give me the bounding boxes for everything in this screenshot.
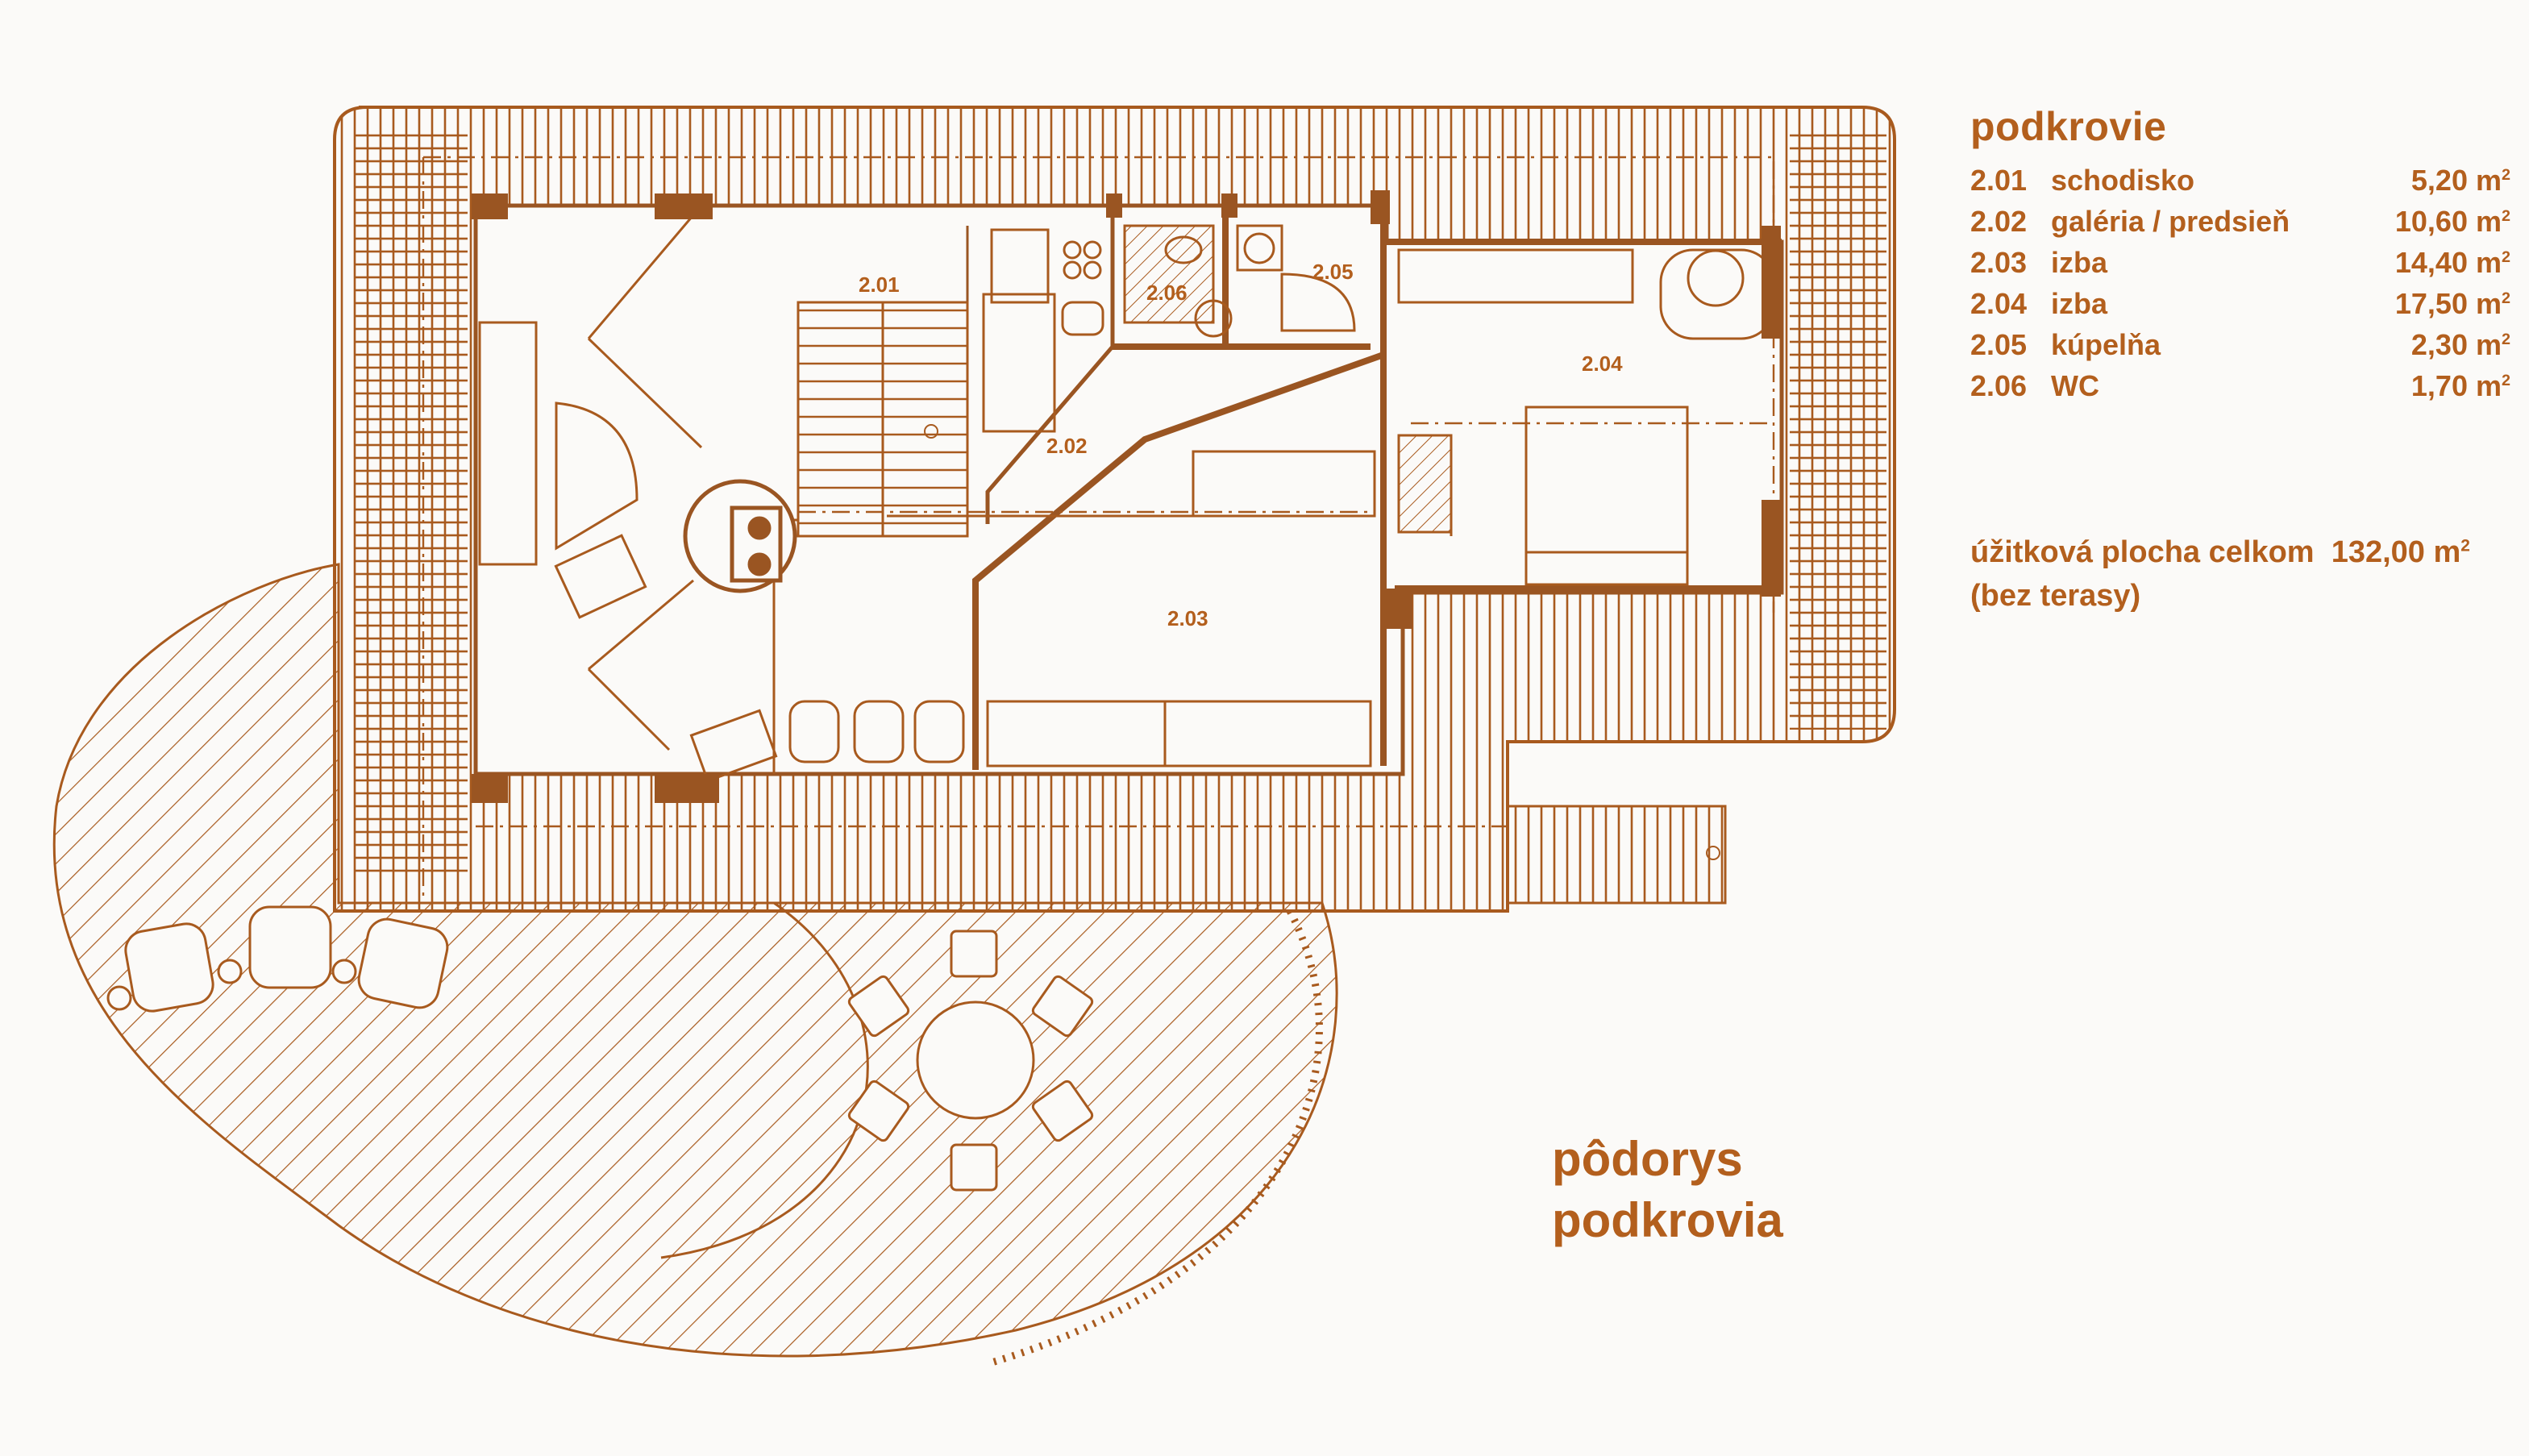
room-label-204: 2.04 (1582, 352, 1623, 376)
room-label-201: 2.01 (859, 272, 900, 297)
lounge-chair (248, 905, 332, 989)
terrace-furniture (106, 905, 1094, 1192)
staircase (797, 301, 969, 538)
room-name: kúpelňa (2051, 328, 2161, 361)
legend-row: 2.04 izba 17,50 m2 (1970, 283, 2510, 324)
room-label-205: 2.05 (1312, 260, 1354, 284)
room-label-202: 2.02 (1046, 434, 1088, 458)
room-name: WC (2051, 369, 2099, 402)
legend-row: 2.02 galéria / predsieň 10,60 m2 (1970, 201, 2510, 242)
room-area: 10,60 m2 (2394, 205, 2510, 238)
lounge-chair (357, 917, 449, 1009)
chair (847, 975, 910, 1038)
wall-blocks (472, 190, 1781, 803)
room-label-203: 2.03 (1167, 606, 1208, 630)
room-area: 14,40 m2 (2394, 246, 2510, 279)
room-area: 5,20 m2 (2410, 164, 2510, 197)
legend-row: 2.05 kúpelňa 2,30 m2 (1970, 324, 2510, 365)
side-table (331, 959, 357, 984)
room-number: 2.03 (1970, 246, 2028, 279)
furniture-lines (772, 228, 1775, 774)
room-name: galéria / predsieň (2051, 205, 2290, 238)
room-name: schodisko (2051, 164, 2195, 197)
room-number: 2.04 (1970, 287, 2028, 320)
room-number: 2.01 (1970, 164, 2028, 197)
room-legend: podkrovie 2.01 schodisko 5,20 m2 2.02 ga… (1970, 103, 2510, 406)
dashed-projection (422, 156, 1775, 903)
legend-row: 2.03 izba 14,40 m2 (1970, 242, 2510, 283)
room-area: 1,70 m2 (2410, 369, 2510, 402)
room-number: 2.05 (1970, 328, 2028, 361)
side-table (217, 959, 243, 984)
total-area-note: (bez terasy) (1970, 579, 2141, 613)
room-number: 2.06 (1970, 369, 2028, 402)
caption-line-1: pôdorys (1552, 1132, 1743, 1186)
legend-row: 2.06 WC 1,70 m2 (1970, 365, 2510, 406)
total-area: úžitková plocha celkom 132,00 m2 (bez te… (1970, 530, 2470, 618)
room-labels: 2.01 2.02 2.03 2.04 2.05 2.06 (859, 260, 1623, 630)
room-area: 17,50 m2 (2394, 287, 2510, 320)
room-area: 2,30 m2 (2410, 328, 2510, 361)
chair (1031, 975, 1094, 1038)
room-number: 2.02 (1970, 205, 2028, 238)
legend-row: 2.01 schodisko 5,20 m2 (1970, 160, 2510, 201)
chair (847, 1080, 910, 1142)
lounge-chair (124, 922, 214, 1013)
room-name: izba (2051, 246, 2108, 279)
total-area-value: 132,00 m2 (2331, 535, 2470, 569)
legend-title: podkrovie (1970, 104, 2167, 149)
chair (950, 1143, 998, 1192)
chair (950, 930, 998, 978)
spiral-column (683, 479, 797, 593)
chair (1031, 1080, 1094, 1142)
bathroom-fixtures (1061, 224, 1356, 338)
interior-walls (966, 206, 1782, 770)
plan-caption: pôdorys podkrovia (1552, 1129, 1783, 1251)
total-area-line: úžitková plocha celkom 132,00 m2 (1970, 530, 2470, 574)
room-label-206: 2.06 (1146, 281, 1188, 305)
side-table (106, 985, 132, 1011)
total-area-label: úžitková plocha celkom (1970, 535, 2315, 569)
round-table (916, 1000, 1035, 1120)
room-name: izba (2051, 287, 2108, 320)
living-area-furniture (478, 205, 965, 783)
caption-line-2: podkrovia (1552, 1193, 1783, 1247)
